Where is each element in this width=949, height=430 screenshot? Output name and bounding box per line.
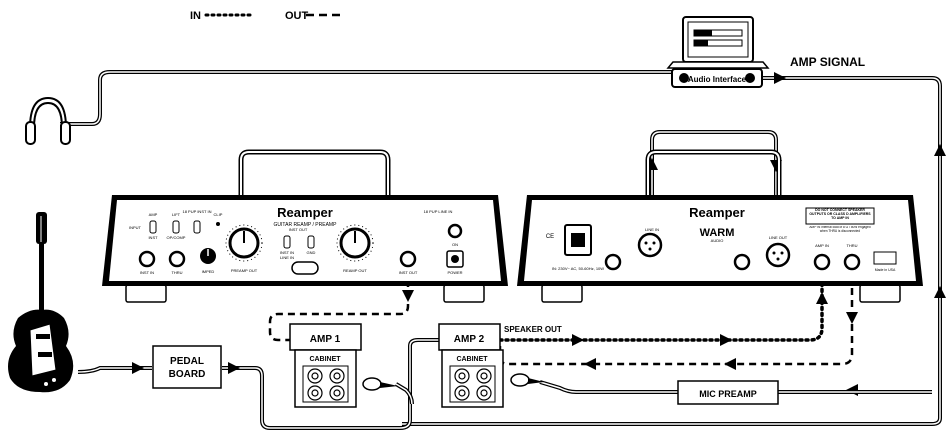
pedal-board-label-2: BOARD (169, 369, 206, 380)
rear-ce-label: CE (546, 234, 554, 240)
amp1-unit: AMP 1 CABINET (289, 323, 362, 408)
rear-amp-in-label: AMP IN (815, 243, 829, 248)
rear-thru-jack-icon (843, 253, 861, 271)
laptop-icon (666, 16, 770, 69)
front-knobs: IMPED PREAMP OUT REAMP OUT (200, 224, 374, 275)
microphone-2-icon (510, 373, 544, 387)
rear-voltage-label: IN: 230V~ AC, 50-60Hz, 10W (552, 266, 604, 271)
legend-out-label: OUT (285, 10, 309, 22)
amp-signal-label: AMP SIGNAL (790, 55, 865, 69)
pad-label: 18 PUP INST IN (183, 209, 212, 214)
amp1-label: AMP 1 (310, 334, 341, 345)
rear-thru-label: THRU (846, 243, 857, 248)
gnd-label: GND (307, 250, 316, 255)
pedal-board: PEDAL BOARD (152, 345, 222, 389)
audio-interface: Audio Interface (671, 68, 763, 88)
phase-label: 18 PUP LINE IN (424, 209, 453, 214)
amp2-label: AMP 2 (454, 334, 485, 345)
clip-led-icon (216, 222, 220, 226)
imped-label: IMPED (202, 269, 215, 274)
interface-knob-right-icon (745, 73, 755, 83)
inst-out-jack-icon (399, 250, 417, 268)
clip-label: CLIP (214, 212, 223, 217)
legend: IN OUT (190, 10, 345, 22)
speaker-out-label: SPEAKER OUT (504, 325, 562, 334)
gnd-toggle[interactable] (307, 235, 315, 249)
line-in-sw-label: LINE IN (280, 255, 294, 260)
audio-interface-label: Audio Interface (688, 75, 747, 84)
front-brand: Reamper (277, 205, 333, 220)
front-logo-badge-icon (291, 261, 319, 275)
amp2-unit: AMP 2 CABINET (438, 323, 504, 408)
cabinet2-label: CABINET (456, 356, 488, 363)
line-jack-icon (447, 223, 463, 239)
lift-toggle[interactable] (172, 220, 180, 234)
reamper-front-panel: Reamper GUITAR REAMP / PREAMP INST IN TH… (102, 149, 508, 303)
preamp-out-label: PREAMP OUT (231, 268, 258, 273)
inst-in-label: INST IN (140, 270, 154, 275)
reamper-rear-panel: Reamper WARM AUDIO CE IN: 230V~ AC, 50-6… (517, 149, 923, 303)
rear-warning-note: AMP IN internal load of 8 Ω / 50W engage… (809, 226, 871, 233)
line-out-xlr-icon (765, 242, 791, 268)
cabinet1-speakers-icon (307, 368, 345, 401)
inst-in-sw-label: INST IN (280, 250, 294, 255)
cabinet2-speakers-icon (454, 368, 492, 401)
rear-warning-title: DO NOT CONNECT SPEAKER OUTPUTS OR CLASS … (809, 208, 871, 221)
amp-signal-loop (60, 70, 942, 426)
front-thru-label: THRU (171, 270, 182, 275)
mic-preamp-label: MIC PREAMP (699, 389, 757, 399)
rear-line-out-label: LINE OUT (769, 235, 788, 240)
cabinet1-label: CABINET (309, 356, 341, 363)
inst-out-label: INST OUT (399, 270, 418, 275)
front-jacks: INST IN THRU INST OUT 18 PUP LINE IN ON … (138, 209, 464, 275)
guitar-cable (77, 338, 440, 430)
interface-knob-left-icon (679, 73, 689, 83)
inst-label: INST (148, 235, 158, 240)
pad-toggle[interactable] (193, 220, 201, 234)
front-toggles: AMP INPUT INST LIFT OP/COMP 18 PUP INST … (129, 209, 316, 260)
thru-jack-icon (168, 250, 186, 268)
mic-preamp: MIC PREAMP (677, 380, 779, 405)
iec-power-inlet-icon (564, 224, 592, 256)
microphone-1-icon (362, 377, 398, 391)
amp-in-jack-icon (813, 253, 831, 271)
line-in-xlr-icon (637, 232, 663, 258)
power-label: POWER (447, 270, 462, 275)
mic-preamp-line (394, 380, 932, 405)
rear-line-in-label: LINE IN (645, 227, 659, 232)
reamp-out-label: REAMP OUT (343, 268, 367, 273)
input-label: INPUT (129, 225, 142, 230)
legend-in-label: IN (190, 10, 201, 22)
headphones-icon (25, 96, 71, 145)
electric-guitar-icon (8, 212, 74, 393)
pedal-board-label-1: PEDAL (170, 356, 204, 367)
rear-maker: WARM (700, 227, 735, 239)
front-subtitle: GUITAR REAMP / PREAMP (274, 222, 338, 228)
amp-inst-toggle[interactable] (149, 220, 157, 234)
inst-out-dashed (268, 268, 414, 342)
inst-in-jack-icon (138, 250, 156, 268)
rear-tag-label: Made in USA (875, 268, 896, 272)
inst-out-select-toggle[interactable] (283, 235, 291, 249)
rear-brand: Reamper (689, 205, 745, 220)
speaker-out-dotted (498, 276, 828, 346)
rear-jack-left-icon (604, 253, 622, 271)
op-comp-label: OP/COMP (167, 235, 186, 240)
rear-jack-mid-icon (733, 253, 751, 271)
rear-warning-box: DO NOT CONNECT SPEAKER OUTPUTS OR CLASS … (805, 207, 875, 233)
rear-tag-icon (873, 251, 897, 265)
lift-label: LIFT (172, 212, 181, 217)
amp-label: AMP (149, 212, 158, 217)
switch-label: INST OUT (289, 227, 308, 232)
on-label: ON (452, 242, 458, 247)
rear-maker-sub: AUDIO (711, 238, 724, 243)
